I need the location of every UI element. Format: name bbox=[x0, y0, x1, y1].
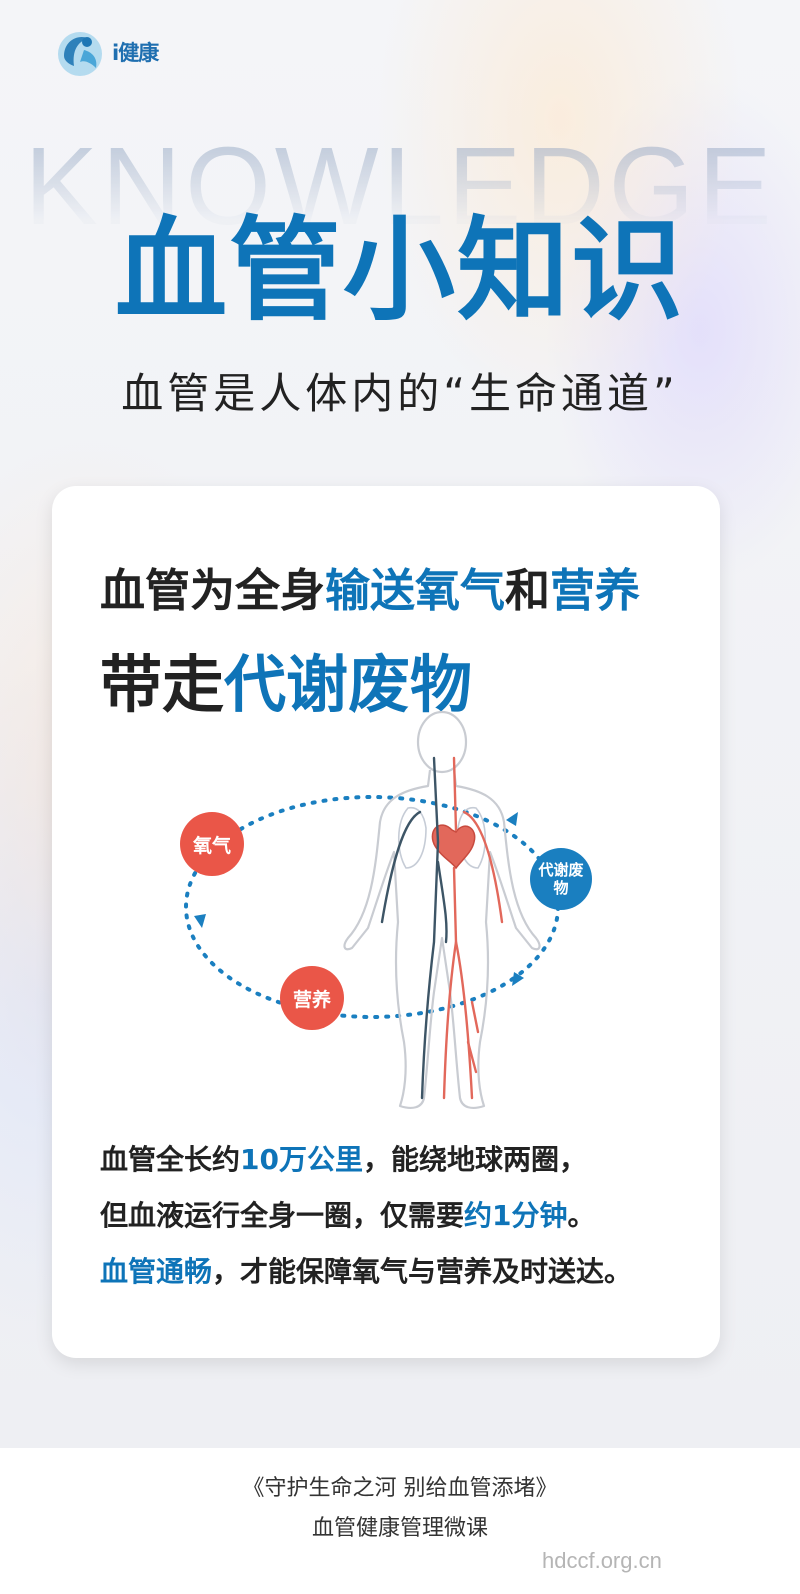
brand-logo-icon bbox=[58, 32, 102, 76]
watermark: hdccf.org.cn bbox=[542, 1548, 662, 1573]
headline-1-highlight-nutrition: 营养 bbox=[550, 564, 641, 617]
para-2-suffix: 。 bbox=[567, 1199, 596, 1232]
headline-2-prefix: 带走 bbox=[100, 648, 225, 721]
paragraph-line-1: 血管全长约10万公里，能绕地球两圈， bbox=[100, 1138, 587, 1178]
human-circulatory-illustration bbox=[184, 710, 560, 1109]
poster: i健康 KNOWLEDGE 血管小知识 血管是人体内的“生命通道” 血管为全身输… bbox=[0, 0, 800, 1448]
headline-2-highlight-waste: 代谢废物 bbox=[224, 648, 473, 721]
headline-1-mid: 和 bbox=[505, 564, 551, 617]
para-2-prefix: 但血液运行全身一圈，仅需要 bbox=[100, 1199, 465, 1232]
para-1-prefix: 血管全长约 bbox=[100, 1143, 241, 1176]
para-1-highlight: 10万公里 bbox=[240, 1143, 363, 1176]
footer: 《守护生命之河 别给血管添堵》 血管健康管理微课 hdccf.org.cn bbox=[0, 1448, 800, 1594]
nutrition-bubble: 营养 bbox=[280, 966, 344, 1030]
oxygen-bubble: 氧气 bbox=[180, 812, 244, 876]
headline-1-prefix: 血管为全身 bbox=[100, 564, 326, 617]
card-headline-2: 带走代谢废物 bbox=[100, 634, 472, 724]
paragraph-line-2: 但血液运行全身一圈，仅需要约1分钟。 bbox=[100, 1194, 596, 1234]
brand-logo-text: i健康 bbox=[112, 41, 159, 65]
page-title: 血管小知识 bbox=[115, 206, 685, 336]
footer-course-name: 血管健康管理微课 bbox=[311, 1516, 488, 1541]
brand-logo: i健康 bbox=[54, 26, 159, 78]
para-2-highlight: 约1分钟 bbox=[464, 1199, 568, 1232]
page-subtitle: 血管是人体内的“生命通道” bbox=[121, 369, 679, 418]
background-word: KNOWLEDGE bbox=[0, 132, 800, 242]
metabolic-waste-bubble: 代谢废物 bbox=[530, 848, 592, 910]
para-3-suffix: ，才能保障氧气与营养及时送达。 bbox=[212, 1255, 633, 1288]
info-card: 血管为全身输送氧气和营养 带走代谢废物 bbox=[52, 486, 720, 1358]
para-3-highlight: 血管通畅 bbox=[100, 1255, 213, 1288]
paragraph-line-3: 血管通畅，才能保障氧气与营养及时送达。 bbox=[100, 1250, 632, 1290]
para-1-suffix: ，能绕地球两圈， bbox=[362, 1143, 587, 1176]
footer-series-title: 《守护生命之河 别给血管添堵》 bbox=[242, 1476, 558, 1501]
card-headline-1: 血管为全身输送氧气和营养 bbox=[100, 554, 640, 619]
headline-1-highlight-oxygen: 输送氧气 bbox=[325, 564, 506, 617]
